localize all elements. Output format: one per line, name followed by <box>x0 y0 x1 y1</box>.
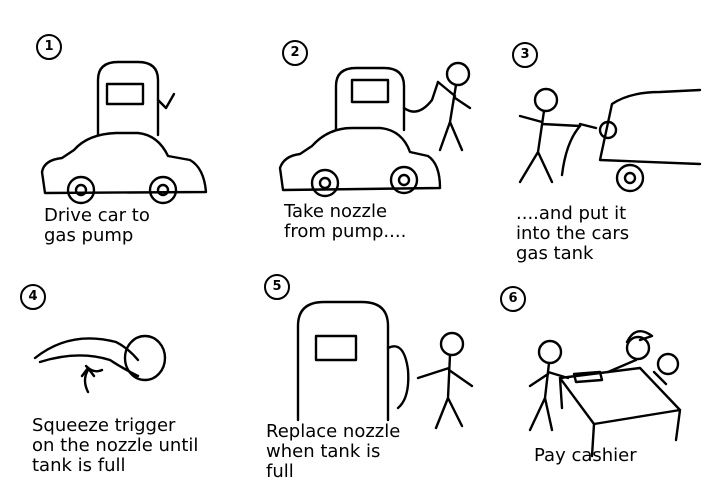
car-body <box>598 88 702 166</box>
counter <box>558 366 682 458</box>
person-head <box>439 331 465 357</box>
step-number-5: 5 <box>264 274 290 300</box>
step-1-drawing <box>40 60 208 205</box>
step-4-caption-line-3: tank is full <box>32 455 126 476</box>
step-1-caption: Drive car to gas pump <box>44 206 150 246</box>
cashier-head <box>625 335 651 361</box>
gas-pump <box>334 66 406 132</box>
car-wheel <box>615 163 645 193</box>
step-4-caption: Squeeze trigger on the nozzle until tank… <box>32 416 198 476</box>
cashier-arm <box>606 358 668 386</box>
step-number-2: 2 <box>282 40 308 66</box>
car-wheel-rear <box>148 175 178 205</box>
pump-hose <box>560 124 582 177</box>
pump-display <box>314 334 358 362</box>
step-2-drawing <box>278 61 472 198</box>
step-5-caption-line-3: full <box>266 461 294 482</box>
gas-tank-opening <box>123 334 167 382</box>
step-number-1: 1 <box>36 34 62 60</box>
customer-head <box>537 339 563 365</box>
step-2-caption-line-2: from pump.... <box>284 221 407 242</box>
step-3-caption-line-3: gas tank <box>516 243 594 264</box>
step-2-caption-line-1: Take nozzle <box>284 201 388 222</box>
car-wheel-rear-hub <box>156 183 170 197</box>
person-head <box>533 87 559 113</box>
person-body <box>518 109 582 184</box>
pump-hose <box>386 345 410 410</box>
car-wheel-rear <box>389 165 419 195</box>
step-6-caption: Pay cashier <box>534 446 637 466</box>
step-5-drawing <box>296 300 474 430</box>
nozzle <box>578 122 598 130</box>
step-1-caption-line-1: Drive car to <box>44 205 150 226</box>
step-3-drawing <box>518 87 702 193</box>
person-head <box>445 61 471 87</box>
car-body <box>278 126 442 192</box>
step-6-drawing <box>528 330 682 458</box>
pump-nozzle <box>156 92 176 110</box>
car-wheel-hub <box>623 171 637 185</box>
gas-pump <box>96 60 160 137</box>
step-5-caption-line-1: Replace nozzle <box>266 421 401 442</box>
step-4-caption-line-1: Squeeze trigger <box>32 415 176 436</box>
pump-hose <box>402 80 440 113</box>
step-4-caption-line-2: on the nozzle until <box>32 435 199 456</box>
car-wheel-front-hub <box>74 183 88 197</box>
trigger-arrow <box>80 366 96 394</box>
car-body <box>40 131 208 195</box>
step-number-3: 3 <box>512 42 538 68</box>
cashier-cap <box>625 330 654 344</box>
gas-pump <box>296 300 390 422</box>
step-number-6: 6 <box>500 286 526 312</box>
step-5-caption: Replace nozzle when tank is full <box>266 422 400 482</box>
person-body <box>416 353 474 430</box>
money <box>572 370 604 384</box>
step-number-4: 4 <box>20 284 46 310</box>
customer-body <box>528 361 570 432</box>
car-wheel-front <box>310 168 340 198</box>
car-wheel-rear-hub <box>397 173 411 187</box>
step-3-caption-line-1: ....and put it <box>516 203 627 224</box>
step-3-caption-line-2: into the cars <box>516 223 630 244</box>
pump-display <box>350 78 390 104</box>
pump-display <box>105 82 145 106</box>
person-body <box>436 80 472 152</box>
car-wheel-front <box>66 175 96 205</box>
step-5-caption-line-2: when tank is <box>266 441 381 462</box>
step-3-caption: ....and put it into the cars gas tank <box>516 204 629 264</box>
step-2-caption: Take nozzle from pump.... <box>284 202 406 242</box>
step-6-caption-line-1: Pay cashier <box>534 445 637 466</box>
step-4-drawing <box>33 334 167 394</box>
car-wheel-front-hub <box>318 176 332 190</box>
step-1-caption-line-2: gas pump <box>44 225 134 246</box>
cashier-second-head <box>656 352 680 376</box>
